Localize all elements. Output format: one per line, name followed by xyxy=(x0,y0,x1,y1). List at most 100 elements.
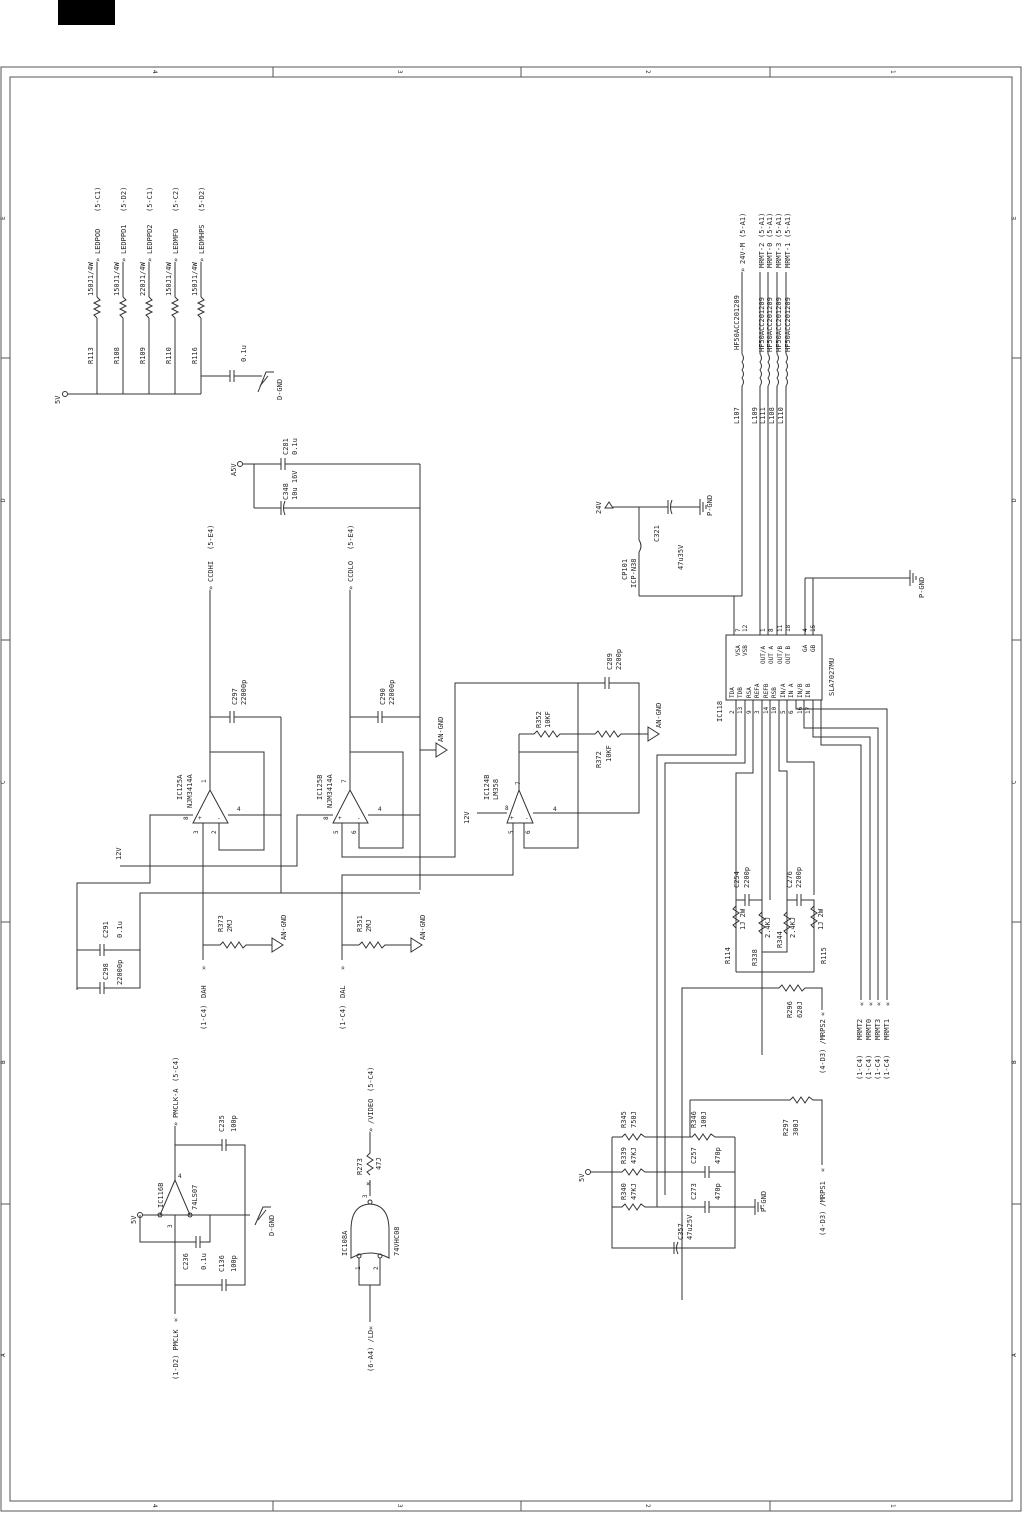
schematic-label: 4 xyxy=(237,806,241,813)
schematic-label: (5-C1) xyxy=(94,187,102,212)
led-r116: R116 150J1/4W » LEDMHPS (5-D2) xyxy=(191,187,206,394)
schematic-label: P-GND xyxy=(706,495,714,516)
schematic-label: IC118 xyxy=(716,701,724,722)
schematic-label: C273 xyxy=(690,1183,698,1200)
schematic-label: 150J1/4W xyxy=(191,261,199,296)
inner-frame xyxy=(9,76,1013,1502)
schematic-wire xyxy=(533,683,579,814)
supply-5v-label: 5V xyxy=(54,395,62,404)
schematic-label: 10KF xyxy=(605,745,613,762)
schematic-label: OUT A xyxy=(768,646,775,664)
schematic-label: RSB xyxy=(771,687,778,698)
schematic-label: IN B xyxy=(805,683,812,698)
schematic-label: LEDMFD xyxy=(172,229,180,254)
schematic-label: 6 xyxy=(788,710,795,714)
schematic-label: 1 xyxy=(760,628,767,632)
led-resistor-block: 5V R113 150J1/4W » LEDPOD (5-C1) R108 15… xyxy=(54,187,284,404)
schematic-label: 74VHC08 xyxy=(393,1226,401,1256)
schematic-label: 5 xyxy=(508,830,515,834)
schematic-label: 5V xyxy=(130,1215,138,1224)
schematic-label: (4-D3) /MRPS2 xyxy=(819,1019,827,1074)
schematic-label: (6-A4) /LD xyxy=(367,1330,375,1372)
row-label-left: C xyxy=(0,780,7,784)
schematic-label: C291 xyxy=(102,921,110,938)
schematic-label: 11 xyxy=(777,624,784,632)
schematic-label: C254 xyxy=(733,871,741,888)
schematic-label: 8 xyxy=(768,628,775,632)
schematic-wire xyxy=(254,1206,271,1226)
schematic-wire xyxy=(612,1168,705,1176)
schematic-label: - xyxy=(217,815,221,822)
schematic-label: 2 xyxy=(211,830,218,834)
schematic-label: IC108A xyxy=(341,1230,349,1256)
col-label-bottom: 1 xyxy=(889,1504,896,1508)
schematic-label: 12V xyxy=(115,847,123,860)
schematic-label: R339 xyxy=(620,1147,628,1164)
schematic-label: R344 xyxy=(776,931,784,948)
schematic-label: AN-GND xyxy=(655,703,663,728)
schematic-wire xyxy=(259,375,269,387)
schematic-label: 18 xyxy=(785,624,792,632)
col-label-bottom: 4 xyxy=(151,1504,158,1508)
schematic-label: OUT/A xyxy=(760,646,767,664)
schematic-label: MRMT3 xyxy=(874,1019,882,1040)
schematic-label: 470p xyxy=(714,1147,722,1164)
schematic-label: 4 xyxy=(553,806,557,813)
schematic-wire xyxy=(810,905,818,929)
schematic-wire xyxy=(820,700,862,1000)
schematic-wire xyxy=(228,814,282,893)
schematic-label: 2200p xyxy=(795,867,803,888)
schematic-label: « xyxy=(884,1002,892,1006)
schematic-label: (1-C4) xyxy=(200,1005,208,1030)
outer-frame xyxy=(0,66,1022,1512)
schematic-label: (5-A1) xyxy=(758,213,766,238)
row-label-right: E xyxy=(1011,216,1018,220)
opamp-ic124b: + - IC124B LM358 7 5 6 8 4 12V R352 10KF… xyxy=(341,649,663,960)
schematic-label: R296 xyxy=(786,1001,794,1018)
schematic-label: LEDPPD1 xyxy=(120,224,128,254)
schematic-label: CP101 xyxy=(621,559,629,580)
schematic-wire xyxy=(210,751,265,851)
schematic-wire xyxy=(762,895,788,953)
schematic-label: HF50ACC201209 xyxy=(733,295,741,350)
schematic-label: » xyxy=(367,1128,375,1132)
schematic-label: DAH xyxy=(200,985,208,998)
col-label-top: 4 xyxy=(151,70,158,74)
current-sense-block: R114 1J 2W C254 2200p R338 2.4KJ R344 2.… xyxy=(681,867,828,1300)
schematic-label: - xyxy=(525,815,529,822)
schematic-label: REFB xyxy=(763,683,770,698)
schematic-label: LM358 xyxy=(492,779,500,800)
no-connect-mark: × xyxy=(366,1180,370,1188)
schematic-label: RSA xyxy=(746,687,753,698)
schematic-label: (1-C4) xyxy=(883,1055,891,1080)
schematic-label: (5-D2) xyxy=(120,187,128,212)
schematic-wire xyxy=(656,700,737,1100)
schematic-label: DAL xyxy=(339,985,347,998)
col-label-top: 3 xyxy=(396,70,403,74)
col-label-top: 1 xyxy=(889,70,896,74)
schematic-label: (1-C4) xyxy=(856,1055,864,1080)
schematic-label: 3 xyxy=(167,1224,174,1228)
schematic-label: IN/A xyxy=(780,683,787,698)
schematic-label: - xyxy=(357,815,361,822)
schematic-label: » xyxy=(339,966,347,970)
schematic-wire xyxy=(367,1199,373,1205)
schematic-label: NJM3414A xyxy=(326,773,334,808)
schematic-label: 5V xyxy=(578,1173,586,1182)
schematic-label: 6 xyxy=(525,830,532,834)
schematic-label: 620J xyxy=(796,1001,804,1018)
schematic-label: 22000p xyxy=(240,680,248,705)
or-gate-body xyxy=(350,1203,390,1259)
schematic-label: R297 xyxy=(782,1119,790,1136)
schematic-wire xyxy=(120,814,333,867)
schematic-wire xyxy=(104,892,420,951)
schematic-label: OUT B xyxy=(785,646,792,664)
schematic-wire xyxy=(670,499,673,515)
schematic-wire xyxy=(812,700,871,1000)
schematic-label: 15 xyxy=(810,624,817,632)
schematic-wire xyxy=(157,1212,163,1218)
schematic-wire xyxy=(585,1169,591,1175)
led-r113: R113 150J1/4W » LEDPOD (5-C1) xyxy=(87,187,102,394)
schematic-label: HF50ACC201209 xyxy=(775,297,783,352)
